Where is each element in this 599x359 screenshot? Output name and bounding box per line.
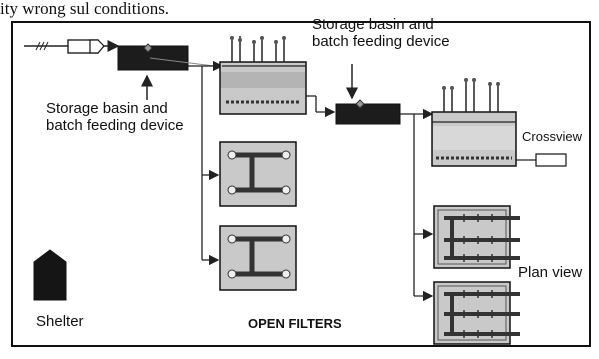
shelter-icon	[33, 249, 67, 301]
storage-basin-1-label: Storage basin and batch feeding device	[46, 100, 184, 135]
open-filters-title: OPEN FILTERS	[248, 316, 342, 331]
diagram-frame	[11, 21, 591, 347]
plan-view-label: Plan view	[518, 264, 583, 281]
storage-basin-1-label-line1: Storage basin and	[46, 100, 168, 117]
storage-basin-2-label-line2: batch feeding device	[312, 33, 450, 51]
storage-basin-1	[117, 43, 215, 71]
valve-icon	[355, 99, 365, 109]
supply-lines-left	[188, 60, 224, 266]
filter-plan-1	[219, 141, 297, 207]
outlet-meter-icon	[535, 153, 567, 167]
filter-crossview-1	[219, 36, 307, 115]
storage-basin-2-label-line1: Storage basin and	[312, 16, 434, 33]
cut-off-header-text: ity wrong sul conditions.	[0, 0, 170, 18]
storage-basin-1-label-line2: batch feeding device	[46, 117, 184, 135]
storage-basin-2-label: Storage basin and batch feeding device	[312, 16, 450, 51]
supply-lines-right	[400, 108, 434, 302]
filter-plan-3	[433, 205, 520, 269]
filter-crossview-2	[431, 78, 567, 167]
collector-lines	[306, 95, 336, 118]
shelter-label: Shelter	[36, 313, 84, 330]
filter-plan-2	[219, 225, 297, 291]
crossview-label: Crossview	[522, 129, 582, 144]
filter-plan-4	[433, 281, 520, 345]
inlet-pipe	[24, 39, 120, 54]
valve-icon	[143, 43, 153, 53]
storage-basin-2	[335, 99, 401, 125]
